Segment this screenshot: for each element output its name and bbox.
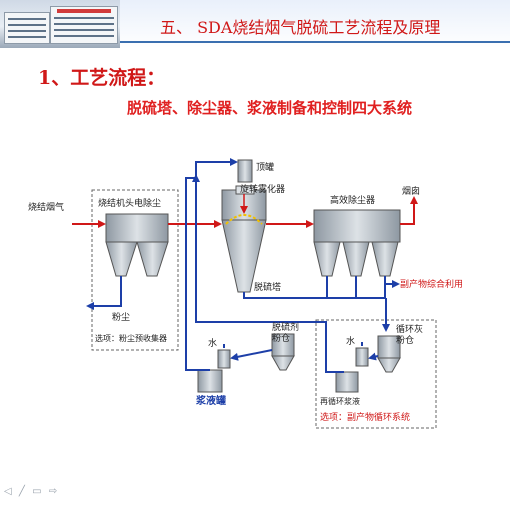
section-title: 1、工艺流程： [38,67,166,89]
sign-board [57,9,111,13]
prev-icon[interactable]: ▭ [32,486,42,497]
factory-photo [0,0,120,48]
flow-ash [368,352,379,361]
slurry-tank-vessel [197,369,223,393]
label-water2: 水 [346,335,355,347]
collector-hopper [342,241,370,277]
esp-option-box [91,189,179,351]
recycle-option-box [315,319,437,429]
label-esp: 烧结机头电除尘 [98,197,161,209]
flow-reagent [230,349,273,361]
flow-hoppers [326,276,386,298]
flow-dust-out [86,276,122,310]
label-atomizer: 旋转雾化器 [240,183,285,195]
atomizer-unit [235,185,255,195]
flow-recycle-slurry [192,174,344,373]
mix-vessel [217,349,231,369]
collector-hopper [371,241,399,277]
pen-icon[interactable]: ╱ [18,486,25,497]
top-tank-vessel [237,159,253,183]
label-inlet: 烧结烟气 [28,201,64,213]
label-water1: 水 [208,337,217,349]
flow-slurry-to-top [185,158,238,371]
flow-to-chimney [400,196,418,225]
esp-hopper [105,241,138,277]
building [50,6,118,44]
slide-title: 五、 SDA烧结烟气脱硫工艺流程及原理 [160,18,441,37]
tower-cone [221,219,267,293]
label-tower: 脱硫塔 [254,281,281,293]
section-subtitle: 脱硫塔、除尘器、浆液制备和控制四大系统 [127,99,413,117]
label-ash-silo: 循环灰粉仓 [396,323,423,346]
dust-collector-body [313,209,401,243]
label-dust: 粉尘 [112,311,130,323]
label-esp-option: 选项：粉尘预收集器 [95,333,167,343]
label-slurry-tank: 浆液罐 [196,394,226,407]
label-byproduct: 副产物综合利用 [400,278,463,290]
collector-hopper [313,241,341,277]
slide-nav: ◁ ╱ ▭ ⇨ [4,486,61,497]
esp-body [105,213,169,243]
esp-hopper [136,241,169,277]
first-icon[interactable]: ◁ [4,486,12,497]
atomizer-spray [225,214,263,225]
title-underline [120,41,510,43]
label-recycle-tank: 再循环浆液 [320,396,360,406]
building [4,12,50,44]
label-recycle-option: 选项：副产物循环系统 [320,411,410,423]
mix-vessel [355,347,369,367]
label-collector: 高效除尘器 [330,194,375,206]
desulf-silo-cone [271,355,295,371]
label-chimney: 烟囱 [402,185,420,197]
next-icon[interactable]: ⇨ [48,486,58,497]
label-top-tank: 顶罐 [256,161,274,173]
label-desulf-silo: 脱硫剂粉仓 [272,321,299,344]
flow-tower-bottom [243,292,386,299]
ash-silo-cone [377,357,401,373]
recycle-tank-vessel [335,371,359,393]
